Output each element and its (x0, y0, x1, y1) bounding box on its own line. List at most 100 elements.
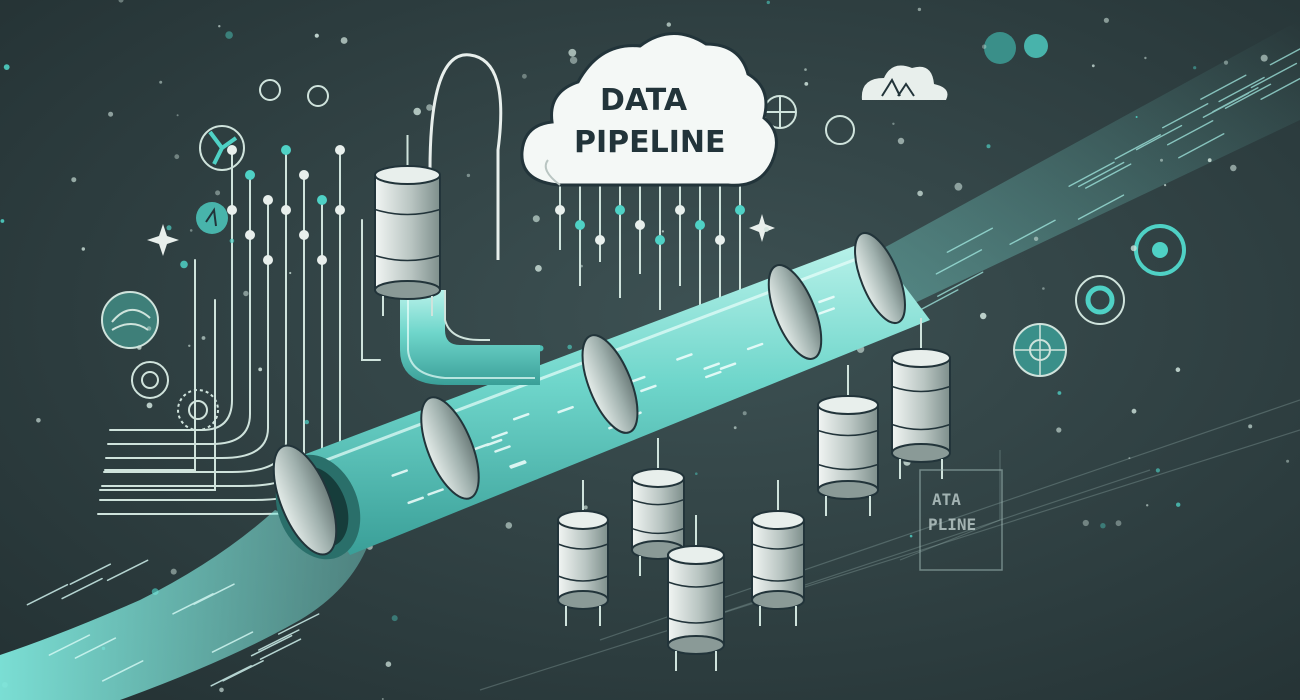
data-dot (804, 68, 807, 71)
canister-legs (565, 606, 601, 626)
data-dot (391, 615, 398, 622)
leaf-icon (101, 291, 159, 349)
trail-streak (935, 249, 983, 275)
canister-base (557, 590, 609, 610)
canister-lid (374, 165, 441, 185)
trail-streak (1068, 161, 1115, 188)
canister-body (374, 174, 441, 291)
data-dot (1033, 236, 1039, 241)
data-dot (522, 73, 527, 79)
stream-streak (172, 593, 214, 615)
data-dot (413, 107, 422, 116)
data-dot (695, 472, 698, 476)
data-dot (1176, 502, 1181, 507)
data-dot (219, 687, 224, 693)
canister-body (557, 519, 609, 601)
circuit-trace (105, 199, 269, 459)
data-dot (3, 64, 10, 70)
canister (751, 480, 805, 626)
canister-base (751, 590, 805, 610)
cloud-title-line-2: PIPELINE (574, 125, 726, 160)
data-dot (1193, 66, 1197, 70)
pipe-data-dash (629, 375, 646, 384)
canister (557, 480, 609, 626)
pipe-ring (272, 444, 338, 556)
canister-band (817, 429, 879, 471)
data-dot (1057, 391, 1062, 395)
stream-streak (61, 577, 103, 600)
canister-base (667, 635, 725, 655)
data-dot (567, 344, 572, 350)
circuit-node (317, 255, 327, 265)
data-dot (804, 82, 809, 86)
data-dot (258, 367, 263, 372)
data-dot (146, 326, 152, 331)
trail-streak (1135, 124, 1183, 151)
data-dot (766, 0, 770, 5)
data-dot (1146, 504, 1149, 507)
pipe-data-dash (407, 496, 424, 505)
data-dot (340, 37, 348, 44)
circuit-trace (104, 259, 196, 471)
data-dot (583, 505, 588, 510)
trail-streak (1009, 219, 1056, 246)
circuit-node (299, 230, 309, 240)
data-dot (304, 419, 309, 425)
data-dot (1144, 56, 1147, 60)
circuit-node (281, 145, 291, 155)
pipe-data-dash (746, 342, 764, 351)
fan-icon (199, 125, 245, 171)
canister-band (374, 208, 441, 262)
cloud-title-line-1: DATA (600, 83, 688, 118)
cloud-line-node (735, 205, 745, 215)
canister (891, 318, 951, 479)
data-dot (314, 33, 319, 38)
chip-icon (984, 32, 1048, 64)
pipeline-sign: ATA PLINE (919, 469, 1003, 571)
cloud-line-node (695, 220, 705, 230)
data-dot (1103, 17, 1109, 23)
data-dot (1131, 408, 1137, 414)
data-dot (733, 426, 737, 430)
cloud-line-node (675, 205, 685, 215)
pipe-data-dash (818, 307, 835, 315)
circuit-trace (99, 299, 216, 491)
data-dot (1091, 64, 1095, 68)
pipe-data-dash (705, 370, 722, 379)
canister (374, 135, 441, 316)
trail-streak (937, 271, 984, 297)
data-dot (1056, 427, 1062, 433)
stream-streak (193, 583, 235, 605)
data-dot (982, 44, 987, 49)
pipe-data-dash (640, 384, 657, 393)
cloud-line-node (715, 235, 725, 245)
trail-streak (1269, 48, 1300, 66)
canister-lid (631, 468, 685, 488)
data-dot (909, 534, 913, 538)
canister-body (751, 519, 805, 601)
canister-band (631, 498, 685, 535)
stream-streak (250, 634, 293, 657)
data-dot (1160, 158, 1163, 162)
canister-body (891, 357, 951, 454)
stream-streak (74, 637, 117, 659)
circuit-node (245, 230, 255, 240)
data-dot (980, 312, 987, 320)
canister-lid (667, 545, 725, 565)
pipe-data-dash (494, 445, 511, 453)
circuit-node (263, 255, 273, 265)
data-dot (1286, 459, 1290, 463)
canister-lid (817, 395, 879, 415)
data-dot (289, 271, 292, 275)
stream-streak (211, 631, 254, 653)
canister-body (667, 554, 725, 646)
gauge-icon (1013, 323, 1067, 377)
canister-legs (675, 651, 717, 671)
data-dot (569, 56, 578, 64)
data-dot (81, 247, 86, 251)
data-dot (189, 229, 193, 232)
circuit-node (335, 145, 345, 155)
stream-streak (210, 665, 252, 687)
circuit-node (245, 170, 255, 180)
